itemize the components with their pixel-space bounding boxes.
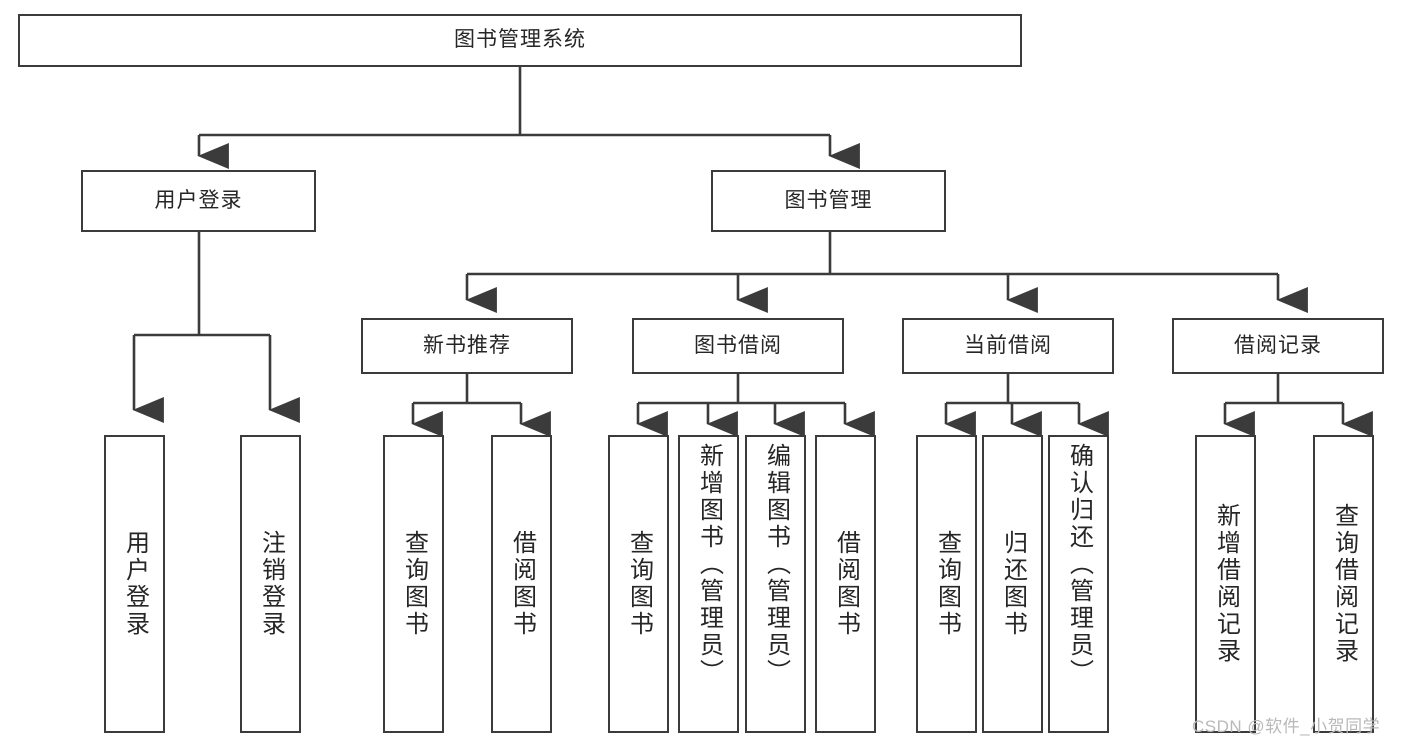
leaf-label: 查询图书 [625,530,653,638]
node-new-book-recommend-label: 新书推荐 [423,333,511,357]
leaf-current-borrow-return[interactable]: 归还图书 [982,435,1043,733]
leaf-book-borrow-add[interactable]: 新增图书（管理员） [678,435,739,733]
leaf-label: 新增借阅记录 [1212,503,1240,665]
leaf-current-borrow-query[interactable]: 查询图书 [916,435,977,733]
leaf-new-book-borrow[interactable]: 借阅图书 [491,435,552,733]
node-book-borrow[interactable]: 图书借阅 [632,318,844,374]
leaf-label: 注销登录 [257,530,285,638]
node-book-borrow-label: 图书借阅 [694,333,782,357]
leaf-label: 归还图书 [999,530,1027,638]
leaf-book-borrow-query[interactable]: 查询图书 [608,435,669,733]
node-root-label: 图书管理系统 [454,28,586,52]
leaf-label: 查询借阅记录 [1330,503,1358,665]
leaf-book-borrow-edit[interactable]: 编辑图书（管理员） [745,435,806,733]
leaf-user-login-login[interactable]: 用户登录 [104,435,165,733]
leaf-label: 查询图书 [933,530,961,638]
leaf-label: 借阅图书 [832,530,860,638]
node-book-management-label: 图书管理 [784,188,873,212]
node-borrow-record-label: 借阅记录 [1234,333,1322,357]
node-user-login[interactable]: 用户登录 [81,170,316,232]
watermark: CSDN @软件_小贺同学 [1192,717,1381,736]
leaf-label: 编辑图书（管理员） [762,443,790,686]
leaf-user-login-logout[interactable]: 注销登录 [240,435,301,733]
leaf-book-borrow-borrow[interactable]: 借阅图书 [815,435,876,733]
leaf-label: 借阅图书 [508,530,536,638]
leaf-borrow-record-add[interactable]: 新增借阅记录 [1195,435,1256,733]
node-current-borrow-label: 当前借阅 [964,333,1052,357]
node-book-management[interactable]: 图书管理 [711,170,946,232]
node-root[interactable]: 图书管理系统 [18,14,1022,67]
leaf-label: 确认归还（管理员） [1065,443,1093,686]
leaf-label: 查询图书 [400,530,428,638]
node-current-borrow[interactable]: 当前借阅 [902,318,1114,374]
leaf-borrow-record-query[interactable]: 查询借阅记录 [1313,435,1374,733]
leaf-label: 新增图书（管理员） [695,443,723,686]
node-borrow-record[interactable]: 借阅记录 [1172,318,1384,374]
leaf-current-borrow-confirm-return[interactable]: 确认归还（管理员） [1048,435,1109,733]
leaf-label: 用户登录 [121,530,149,638]
node-user-login-label: 用户登录 [154,188,243,212]
leaf-new-book-query[interactable]: 查询图书 [383,435,444,733]
node-new-book-recommend[interactable]: 新书推荐 [361,318,573,374]
